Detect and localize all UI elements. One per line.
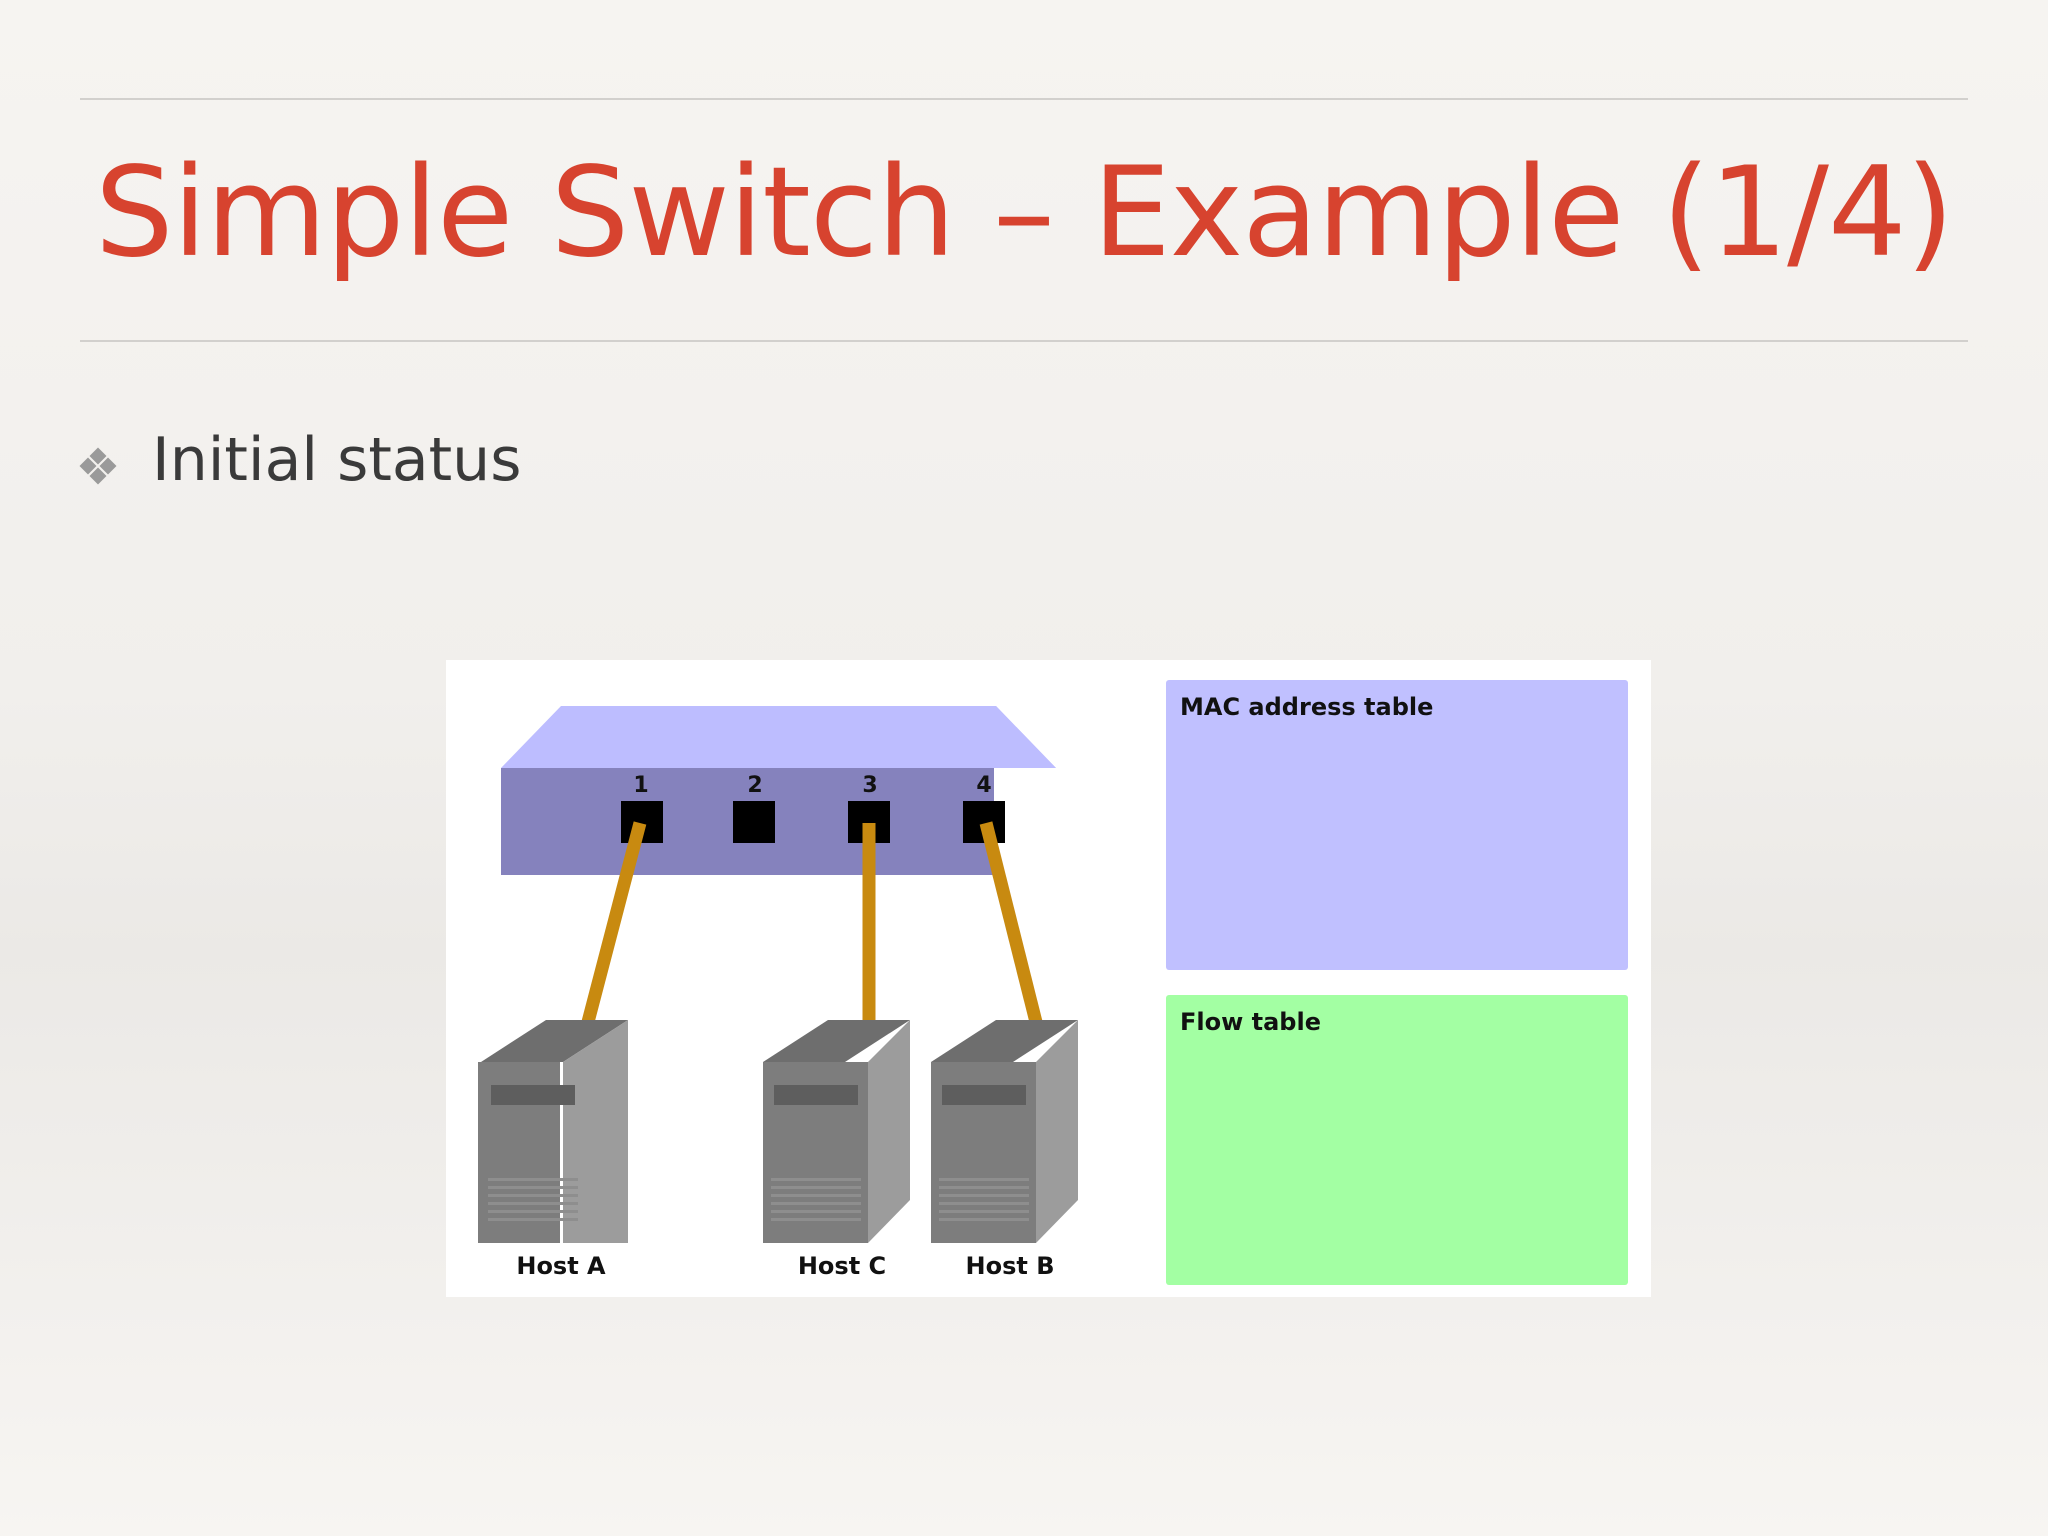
flow-table-box [1166,995,1628,1285]
port-label-3: 3 [862,773,877,798]
bullet-item: Initial status [78,420,521,500]
mac-address-table-box [1166,680,1628,970]
switch [501,706,1056,875]
network-diagram-svg: 1 2 3 4 [478,680,1628,1285]
host-a-server-icon [478,1020,628,1243]
switch-top-face-edge [501,706,1056,768]
slide-title: Simple Switch – Example (1/4) [94,141,1954,285]
host-b-label: Host B [966,1252,1055,1280]
port-label-1: 1 [633,773,648,798]
port-label-2: 2 [747,773,762,798]
diamond-bullet-icon [79,447,117,485]
mac-address-table-label: MAC address table [1180,693,1433,721]
host-c-label: Host C [798,1252,886,1280]
network-diagram: 1 2 3 4 [446,660,1651,1297]
top-divider [80,98,1968,100]
port-label-4: 4 [976,773,991,798]
flow-table-label: Flow table [1180,1008,1321,1036]
host-a-label: Host A [516,1252,606,1280]
cable-host-a [581,821,647,1024]
host-c-server-icon [763,1020,910,1243]
port-2 [733,801,775,843]
cable-host-b [979,821,1043,1024]
bullet-text: Initial status [152,425,522,495]
host-b-server-icon [931,1020,1078,1243]
bottom-divider [80,340,1968,342]
